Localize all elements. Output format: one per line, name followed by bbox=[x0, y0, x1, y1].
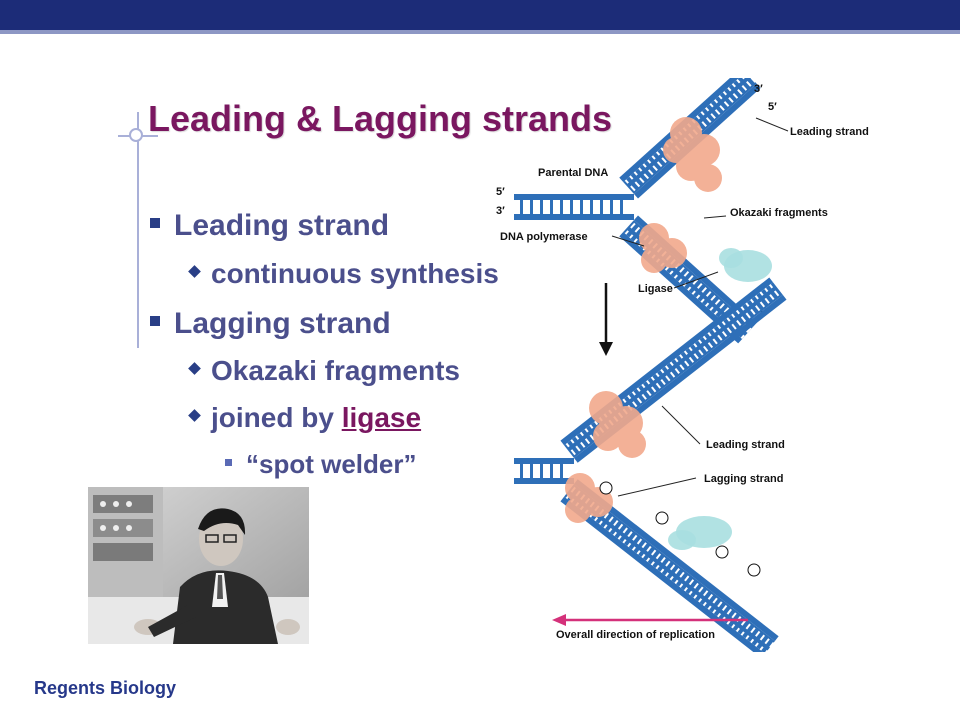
label-3-prime-left: 3′ bbox=[496, 205, 505, 217]
bullet-text: “spot welder” bbox=[246, 449, 417, 479]
bullet-text: Lagging strand bbox=[174, 307, 391, 340]
bullet-spot-welder: “spot welder” bbox=[225, 449, 416, 480]
bullet-okazaki-fragments: Okazaki fragments bbox=[188, 355, 460, 387]
small-square-bullet-icon bbox=[225, 458, 232, 466]
dna-replication-diagram: 3′ 5′ Leading strand Parental DNA 5′ 3′ … bbox=[496, 78, 869, 652]
bullet-lagging-strand: Lagging strand bbox=[150, 307, 391, 341]
label-leading-strand-top: Leading strand bbox=[790, 126, 869, 138]
scientist-photo bbox=[88, 487, 309, 644]
bullet-text: continuous synthesis bbox=[211, 258, 499, 289]
bullet-text: joined by bbox=[211, 402, 342, 433]
bullet-text: Okazaki fragments bbox=[211, 355, 460, 386]
bullet-leading-strand: Leading strand bbox=[150, 209, 389, 243]
square-bullet-icon bbox=[150, 218, 160, 229]
bullet-text: Leading strand bbox=[174, 209, 390, 242]
decorative-vertical-line bbox=[137, 112, 139, 348]
label-overall-direction: Overall direction of replication bbox=[556, 629, 715, 641]
label-lagging-strand-bottom: Lagging strand bbox=[704, 473, 783, 485]
bullet-joined-by-ligase: joined by ligase bbox=[188, 402, 422, 434]
ligase-link[interactable]: ligase bbox=[341, 402, 422, 433]
diamond-bullet-icon bbox=[188, 362, 201, 375]
top-bar bbox=[0, 0, 960, 30]
square-bullet-icon bbox=[150, 316, 160, 327]
label-3-prime-top: 3′ bbox=[754, 83, 763, 95]
decorative-crosshair-circle bbox=[129, 128, 143, 142]
label-ligase: Ligase bbox=[638, 283, 673, 295]
diamond-bullet-icon bbox=[188, 409, 201, 422]
label-parental-dna: Parental DNA bbox=[538, 167, 608, 179]
slide-title: Leading & Lagging strands bbox=[148, 98, 613, 139]
footer-label: Regents Biology bbox=[34, 678, 177, 698]
label-leading-strand-bottom: Leading strand bbox=[706, 439, 785, 451]
label-5-prime-left: 5′ bbox=[496, 186, 505, 198]
diamond-bullet-icon bbox=[188, 265, 201, 278]
bullet-continuous-synthesis: continuous synthesis bbox=[188, 258, 499, 290]
label-okazaki-fragments: Okazaki fragments bbox=[730, 207, 828, 219]
top-bar-stripe bbox=[0, 30, 960, 34]
label-dna-polymerase: DNA polymerase bbox=[500, 231, 588, 243]
label-5-prime-top: 5′ bbox=[768, 101, 777, 113]
